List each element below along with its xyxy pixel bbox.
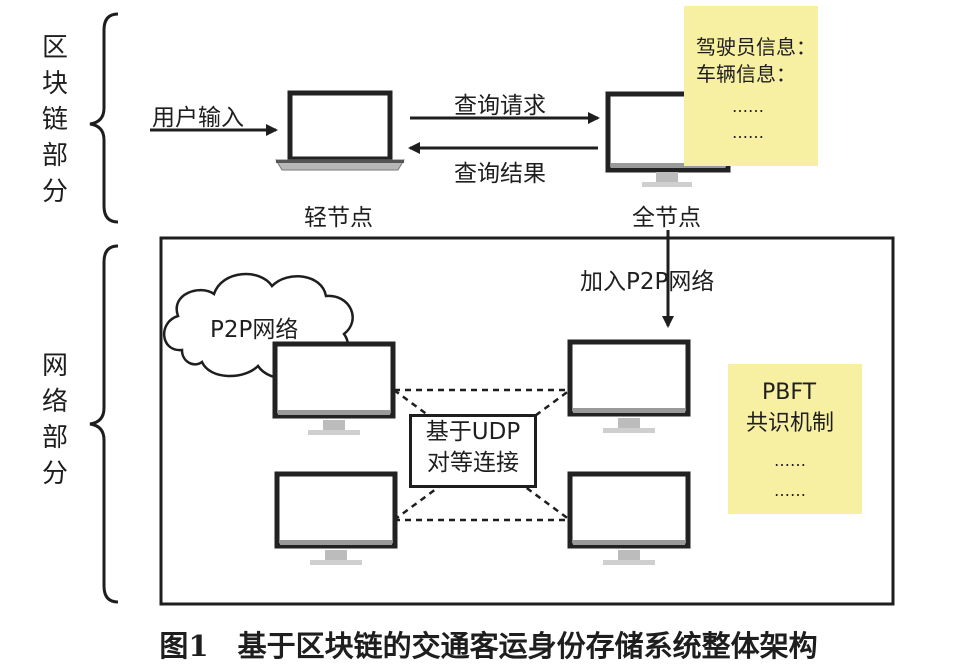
section-network-text: 网络部分 (38, 348, 72, 492)
section-blockchain-text: 区块链部分 (38, 30, 72, 210)
cloud-label: P2P网络 (210, 317, 299, 343)
note-line-driver: 驾驶员信息： (696, 35, 816, 59)
udp-line-2: 对等连接 (427, 450, 519, 476)
section-network-text-char: 网 (41, 351, 68, 381)
section-label-network: 网络部分 (38, 348, 72, 492)
query-request-label: 查询请求 (454, 93, 546, 119)
light-node-label: 轻节点 (304, 205, 373, 231)
pbft-subtitle: 共识机制 (746, 411, 835, 436)
note-line-vehicle: 车辆信息： (696, 62, 796, 86)
p2p-dashed-links (393, 388, 571, 522)
note-line-ellipsis-1: …… (732, 97, 764, 116)
pbft-title: PBFT (762, 380, 817, 405)
driver-info-note (684, 6, 818, 166)
brace-blockchain (89, 12, 119, 224)
note-line-ellipsis-2: …… (732, 123, 764, 142)
figure-caption: 图1 基于区块链的交通客运身份存储系统整体架构 (159, 629, 818, 663)
full-node-label: 全节点 (632, 205, 701, 231)
section-label-blockchain: 区块链部分 (38, 30, 72, 210)
section-network-text-char: 部 (41, 423, 68, 453)
section-blockchain-text-char: 部 (41, 141, 68, 171)
pbft-note (728, 364, 862, 514)
section-blockchain-text-char: 区 (41, 33, 68, 63)
section-blockchain-text-char: 分 (41, 177, 68, 207)
udp-connection-box: 基于UDP 对等连接 (409, 414, 537, 488)
user-input-label: 用户输入 (152, 105, 244, 131)
query-result-label: 查询结果 (454, 161, 546, 187)
section-network-text-char: 分 (41, 459, 68, 489)
pbft-ellipsis-2: …… (774, 481, 806, 500)
join-p2p-label: 加入P2P网络 (580, 269, 715, 295)
section-blockchain-text-char: 块 (41, 69, 68, 99)
pbft-ellipsis-1: …… (774, 451, 806, 470)
network-box (159, 236, 895, 606)
section-blockchain-text-char: 链 (41, 105, 68, 135)
brace-network (89, 244, 119, 604)
udp-line-1: 基于UDP (425, 419, 521, 445)
section-network-text-char: 络 (41, 387, 68, 417)
